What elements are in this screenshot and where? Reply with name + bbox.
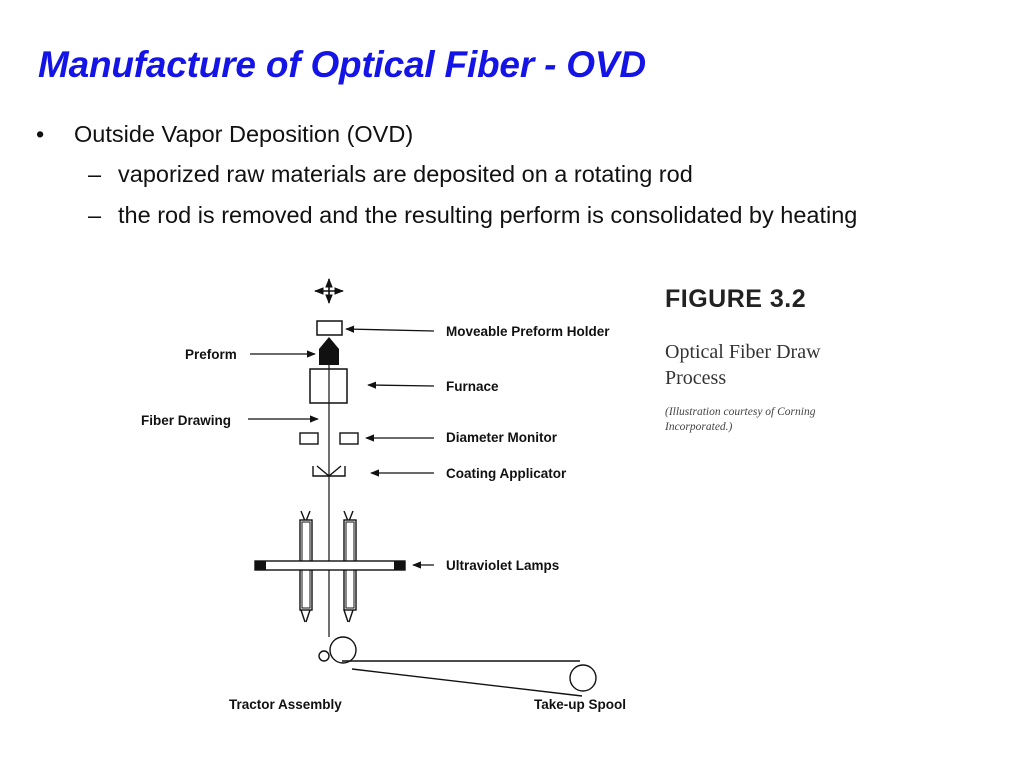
bullet-text: Outside Vapor Deposition (OVD) — [74, 121, 414, 147]
dash-marker: – — [88, 202, 102, 228]
move-arrows-icon — [314, 278, 344, 304]
label-ultraviolet-lamps: Ultraviolet Lamps — [446, 558, 559, 573]
slide-title: Manufacture of Optical Fiber - OVD — [38, 44, 646, 85]
figure-caption: FIGURE 3.2 Optical Fiber Draw Process (I… — [665, 283, 885, 435]
coating-applicator — [312, 465, 346, 477]
sub-bullet-text: the rod is removed and the resulting per… — [118, 202, 858, 228]
preform-shape — [319, 337, 339, 365]
diagram-svg: Moveable Preform Holder Preform Furnace … — [141, 278, 626, 712]
dash-marker: – — [88, 161, 102, 187]
figure-credit: (Illustration courtesy of Corning Incorp… — [665, 406, 816, 433]
label-moveable-preform-holder: Moveable Preform Holder — [446, 324, 610, 339]
label-tractor-assembly: Tractor Assembly — [229, 697, 342, 712]
figure-title: Optical Fiber Draw Process — [665, 341, 821, 389]
sub-bullet-item: – the rod is removed and the resulting p… — [74, 199, 857, 231]
sub-bullet-item: – vaporized raw materials are deposited … — [74, 158, 857, 190]
bullet-marker: • — [36, 121, 45, 147]
sub-bullet-list: – vaporized raw materials are deposited … — [74, 158, 857, 231]
bullet-item: • Outside Vapor Deposition (OVD) – vapor… — [36, 118, 857, 231]
holder-arrow — [345, 325, 435, 333]
preform-holder — [316, 320, 343, 336]
uv-lamp-bar — [254, 560, 406, 571]
furnace-arrow — [367, 381, 435, 389]
label-coating-applicator: Coating Applicator — [446, 466, 567, 481]
diameter-monitor — [299, 432, 359, 445]
label-take-up-spool: Take-up Spool — [534, 697, 626, 712]
label-preform: Preform — [185, 347, 237, 362]
label-diameter-monitor: Diameter Monitor — [446, 430, 558, 445]
label-fiber-drawing: Fiber Drawing — [141, 413, 231, 428]
bullet-list: • Outside Vapor Deposition (OVD) – vapor… — [36, 118, 857, 240]
label-furnace: Furnace — [446, 379, 499, 394]
tractor-assembly — [318, 636, 583, 697]
take-up-spool — [569, 664, 597, 692]
figure-number: FIGURE 3.2 — [665, 285, 807, 313]
sub-bullet-text: vaporized raw materials are deposited on… — [118, 161, 693, 187]
draw-process-diagram: Moveable Preform Holder Preform Furnace … — [130, 265, 640, 720]
